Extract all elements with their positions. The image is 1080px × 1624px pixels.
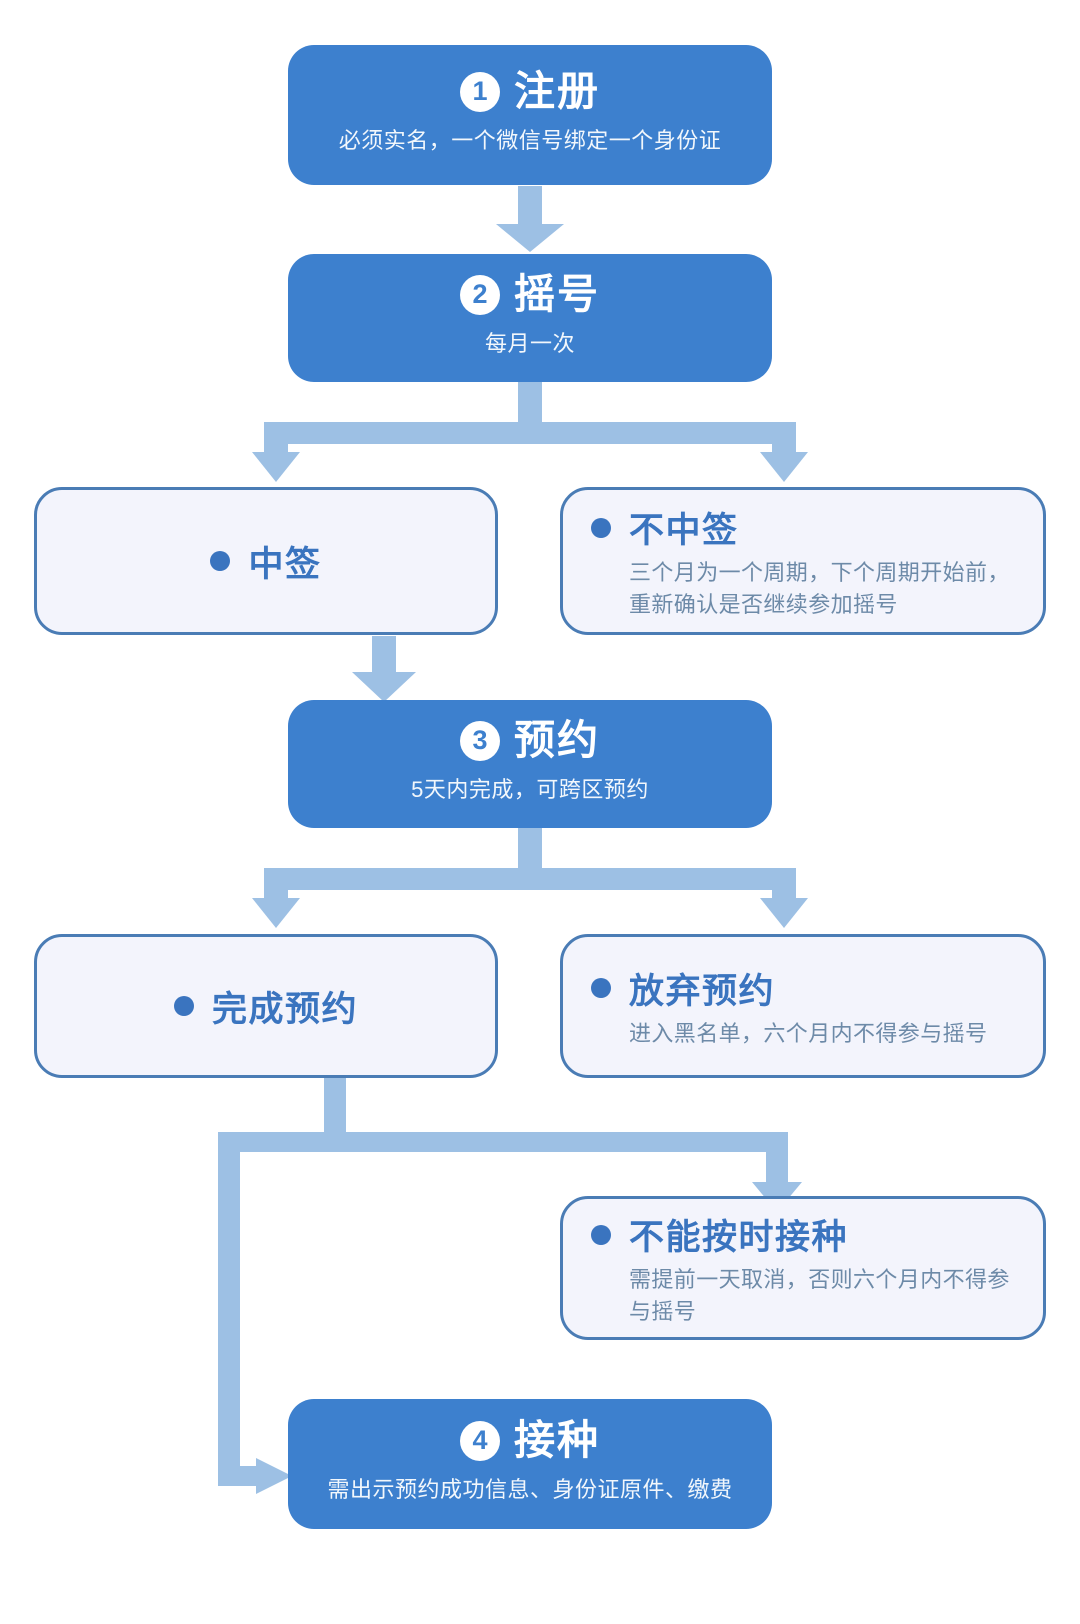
step-number-badge-1: 1	[460, 71, 500, 112]
branch-cannot-attend-heading: 不能按时接种	[591, 1209, 1021, 1260]
step-box-1[interactable]: 1 注册 必须实名，一个微信号绑定一个身份证	[288, 45, 772, 185]
bullet-icon	[591, 517, 611, 538]
step-box-3[interactable]: 3 预约 5天内完成，可跨区预约	[288, 700, 772, 828]
branch-box-booking-abandon[interactable]: 放弃预约 进入黑名单，六个月内不得参与摇号	[560, 934, 1046, 1078]
step-subtitle-2: 每月一次	[484, 331, 575, 357]
branch-win-lottery-heading: 中签	[210, 536, 321, 587]
branch-booking-abandon-heading: 放弃预约	[591, 963, 1021, 1014]
bullet-icon	[210, 551, 231, 571]
step-title-2: 摇号	[514, 270, 600, 317]
step-3-heading: 3 预约	[460, 716, 600, 764]
step-subtitle-1: 必须实名，一个微信号绑定一个身份证	[338, 128, 722, 154]
connector-step2-split	[252, 382, 808, 482]
step-box-4[interactable]: 4 接种 需出示预约成功信息、身份证原件、缴费	[288, 1399, 772, 1529]
branch-body-cannot-attend: 需提前一天取消，否则六个月内不得参与摇号	[629, 1267, 1010, 1324]
bullet-icon	[591, 978, 611, 999]
step-number-badge-3: 3	[460, 720, 500, 761]
step-2-heading: 2 摇号	[460, 270, 600, 318]
step-box-2[interactable]: 2 摇号 每月一次	[288, 254, 772, 382]
branch-box-booking-complete[interactable]: 完成预约	[34, 934, 498, 1078]
step-title-4: 接种	[514, 1416, 600, 1463]
branch-title-booking-abandon: 放弃预约	[629, 971, 776, 1011]
step-1-heading: 1 注册	[460, 67, 600, 115]
branch-box-lose-lottery[interactable]: 不中签 三个月为一个周期，下个周期开始前，重新确认是否继续参加摇号	[560, 487, 1046, 635]
step-number-badge-2: 2	[460, 274, 500, 315]
step-subtitle-3: 5天内完成，可跨区预约	[411, 777, 649, 803]
branch-title-win-lottery: 中签	[248, 544, 322, 584]
bullet-icon	[591, 1224, 611, 1245]
bullet-icon	[173, 996, 194, 1016]
branch-box-cannot-attend[interactable]: 不能按时接种 需提前一天取消，否则六个月内不得参与摇号	[560, 1196, 1046, 1340]
branch-lose-lottery-heading: 不中签	[591, 502, 1021, 553]
branch-title-lose-lottery: 不中签	[629, 511, 739, 551]
connector-step1-to-step2	[496, 186, 564, 252]
branch-body-booking-abandon: 进入黑名单，六个月内不得参与摇号	[629, 1020, 988, 1046]
step-title-1: 注册	[514, 67, 600, 114]
step-4-heading: 4 接种	[460, 1416, 600, 1464]
step-subtitle-4: 需出示预约成功信息、身份证原件、缴费	[327, 1477, 733, 1503]
branch-booking-complete-heading: 完成预约	[173, 981, 358, 1032]
step-number-badge-4: 4	[460, 1420, 500, 1461]
branch-title-cannot-attend: 不能按时接种	[629, 1218, 849, 1258]
branch-body-lose-lottery: 三个月为一个周期，下个周期开始前，重新确认是否继续参加摇号	[629, 560, 1010, 617]
branch-box-win-lottery[interactable]: 中签	[34, 487, 498, 635]
connector-step3-split	[252, 828, 808, 928]
connector-win-to-step3	[352, 636, 416, 702]
step-title-3: 预约	[514, 716, 600, 763]
branch-title-booking-complete: 完成预约	[211, 989, 358, 1029]
